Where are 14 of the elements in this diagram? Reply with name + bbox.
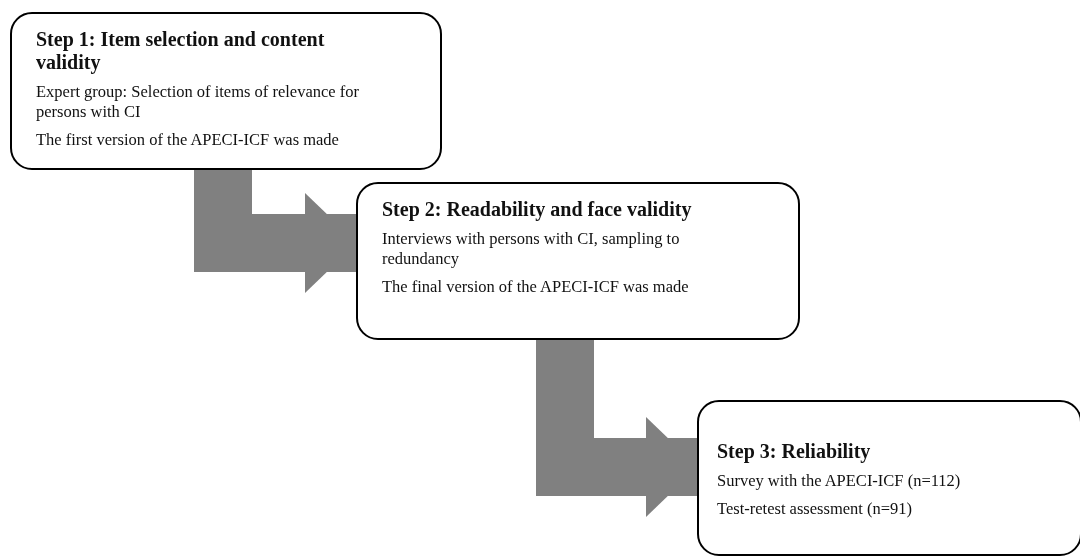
step-heading: Step 2: Readability and face validity: [382, 198, 693, 221]
arrow: [194, 170, 357, 293]
step-heading: Step 1: Item selection and content validity: [36, 28, 326, 74]
step-heading: Step 3: Reliability: [717, 440, 872, 463]
step-description: The final version of the APECI-ICF was made: [382, 276, 690, 297]
step-description: Survey with the APECI-ICF (n=112): [717, 471, 962, 491]
step-description: The first version of the APECI-ICF was made: [36, 129, 340, 150]
step-box: [697, 400, 1080, 556]
step-box: [356, 182, 800, 340]
step-description: Expert group: Selection of items of relevance for persons with CI: [36, 82, 360, 122]
step-description: Interviews with persons with CI, sampling to redundancy: [382, 229, 681, 269]
step-box: [10, 12, 442, 170]
arrow: [536, 340, 698, 517]
step-description: Test-retest assessment (n=91): [717, 498, 914, 519]
